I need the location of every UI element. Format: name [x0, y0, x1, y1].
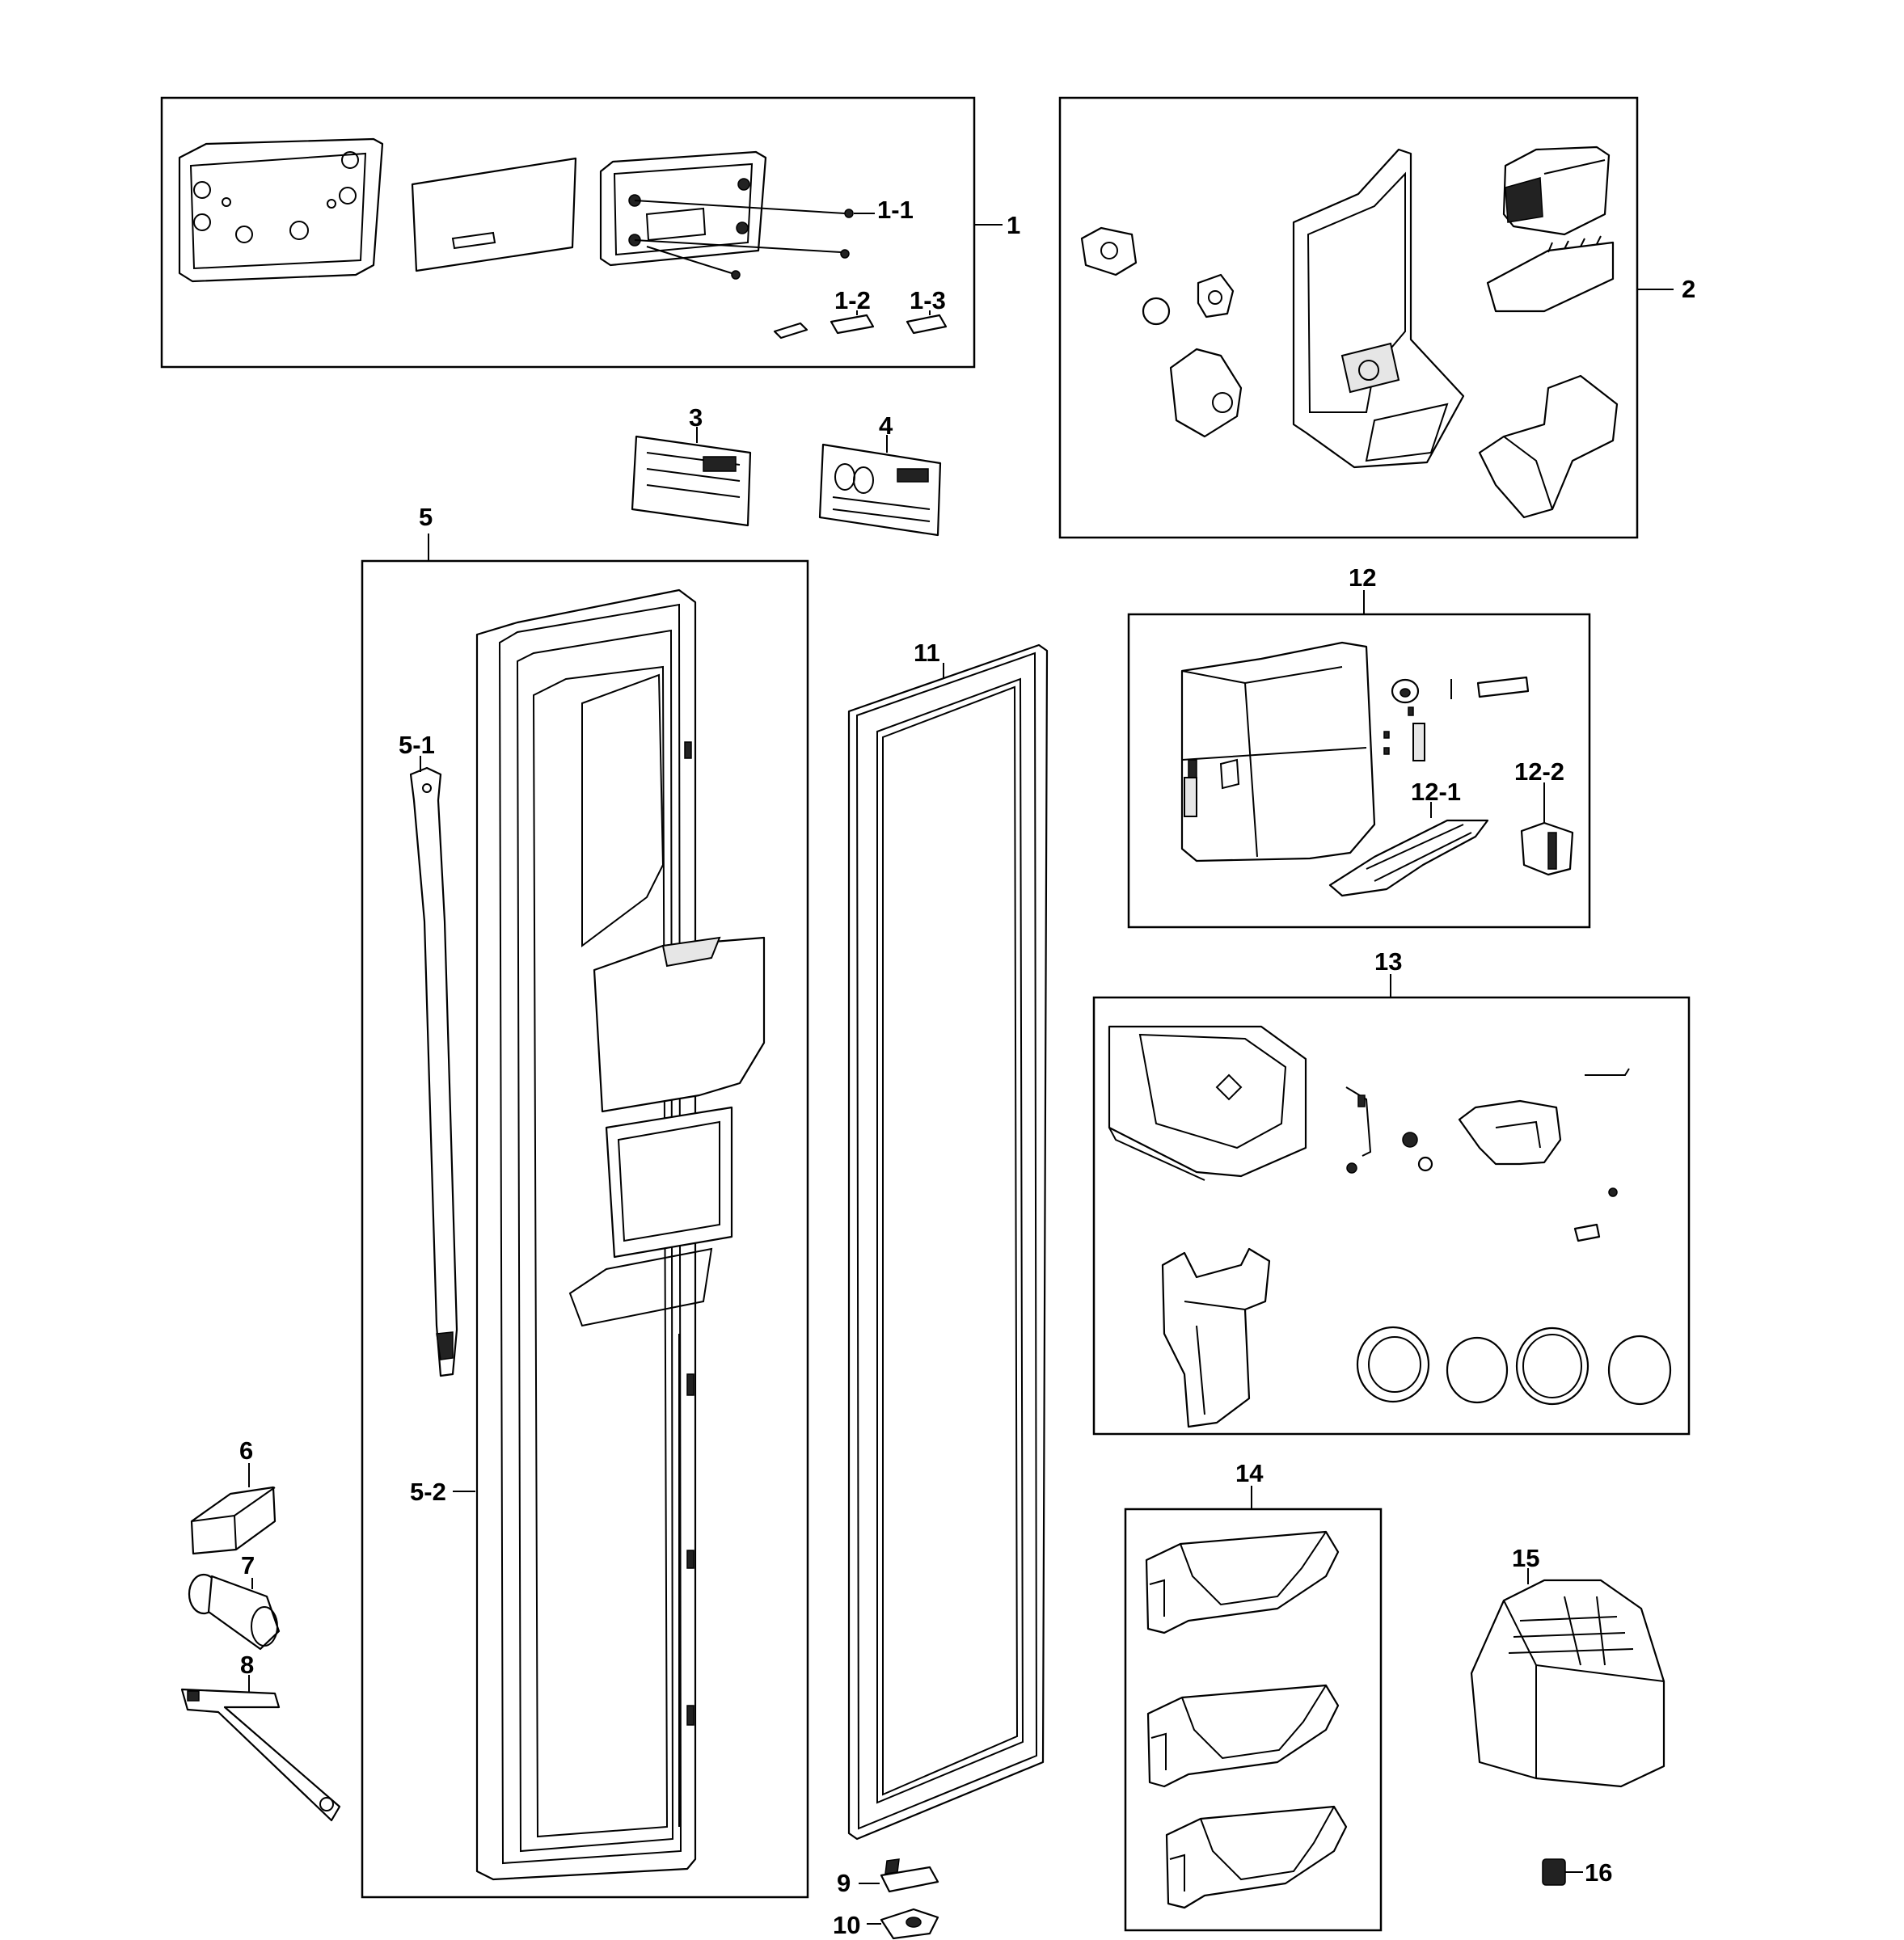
label-2: 2 [1682, 275, 1695, 303]
label-1-2: 1-2 [834, 286, 871, 314]
part-5-1-handle [409, 756, 458, 1377]
part-ice-chute-housing [1292, 148, 1465, 469]
part-door-bin-top [1145, 1530, 1340, 1634]
group-5-freezer-door: 5 5-1 5-2 [361, 503, 809, 1899]
label-7: 7 [241, 1551, 255, 1579]
part-11-gasket: 11 [847, 639, 1049, 1841]
part-solenoid [1197, 273, 1235, 318]
part-door-bin-bottom [1165, 1805, 1348, 1909]
part-16-cap: 16 [1542, 1858, 1612, 1887]
part-ice-maker [1502, 146, 1611, 236]
label-12-1: 12-1 [1411, 778, 1461, 806]
label-5-2: 5-2 [410, 1478, 446, 1506]
part-ice-chute-funnel [1161, 1247, 1271, 1428]
label-4: 4 [879, 411, 893, 440]
part-ice-bucket [1180, 641, 1376, 862]
label-1-1: 1-1 [877, 196, 914, 224]
part-gear [1142, 297, 1171, 326]
part-3-pcb: 3 [631, 403, 752, 527]
label-6: 6 [239, 1436, 253, 1465]
part-12-2-bracket [1520, 821, 1574, 876]
label-1: 1 [1007, 211, 1020, 239]
part-screws [634, 200, 875, 280]
part-seal-rings [1356, 1326, 1672, 1406]
label-11: 11 [914, 639, 940, 667]
part-7-bushing: 7 [188, 1551, 281, 1651]
label-8: 8 [240, 1651, 254, 1679]
part-ice-bucket-cover [1478, 374, 1619, 519]
part-door-bin-middle [1146, 1684, 1340, 1788]
group-2-ice-maker-assembly: 2 [1058, 96, 1695, 539]
group-14-door-bins: 14 [1124, 1459, 1383, 1932]
part-microswitch [1573, 1223, 1601, 1242]
part-bushing-small [1417, 1156, 1433, 1172]
part-clip-small [773, 322, 808, 340]
part-12-1-auger-blade [1328, 819, 1489, 897]
part-ice-tray [1486, 235, 1615, 313]
label-5-1: 5-1 [399, 731, 435, 759]
label-9: 9 [837, 1869, 851, 1897]
part-dispenser-housing [1108, 1025, 1307, 1181]
label-1-3: 1-3 [910, 286, 946, 314]
part-duct-motor [1169, 348, 1243, 438]
part-6-block: 6 [190, 1436, 277, 1555]
part-panel-housing [599, 150, 767, 267]
part-actuator [1458, 1099, 1562, 1166]
group-12-ice-bucket: 12 12-1 12-2 [1127, 563, 1591, 929]
part-bucket-hardware [1383, 676, 1530, 761]
label-3: 3 [689, 403, 703, 432]
part-small-screw [1608, 1187, 1618, 1197]
part-knob [1402, 1132, 1418, 1148]
label-10: 10 [833, 1911, 860, 1939]
part-9-hinge-plate: 9 [837, 1858, 939, 1897]
label-16: 16 [1585, 1858, 1612, 1887]
part-4-pcb: 4 [818, 411, 942, 537]
part-10-hinge-cap: 10 [833, 1908, 939, 1940]
part-panel-cover [411, 157, 577, 272]
part-microswitch-lead [1585, 1068, 1630, 1076]
part-15-filter-cover: 15 [1470, 1544, 1665, 1788]
group-1-dispenser-panel: 1-1 1-2 1-3 1 [160, 96, 1020, 369]
part-motor [1080, 226, 1138, 276]
part-1-3 [906, 314, 948, 335]
label-13: 13 [1374, 947, 1402, 976]
label-15: 15 [1512, 1544, 1539, 1572]
label-12-2: 12-2 [1514, 757, 1564, 786]
part-control-panel-frame [178, 137, 384, 283]
label-14: 14 [1235, 1459, 1264, 1487]
group-13-dispenser-mechanism: 13 [1092, 947, 1691, 1436]
label-12: 12 [1349, 563, 1376, 592]
part-8-hinge: 8 [180, 1651, 341, 1822]
label-5: 5 [419, 503, 433, 531]
part-lever-spring [1345, 1086, 1372, 1174]
part-door-assembly [475, 588, 766, 1881]
part-1-2 [830, 314, 875, 335]
